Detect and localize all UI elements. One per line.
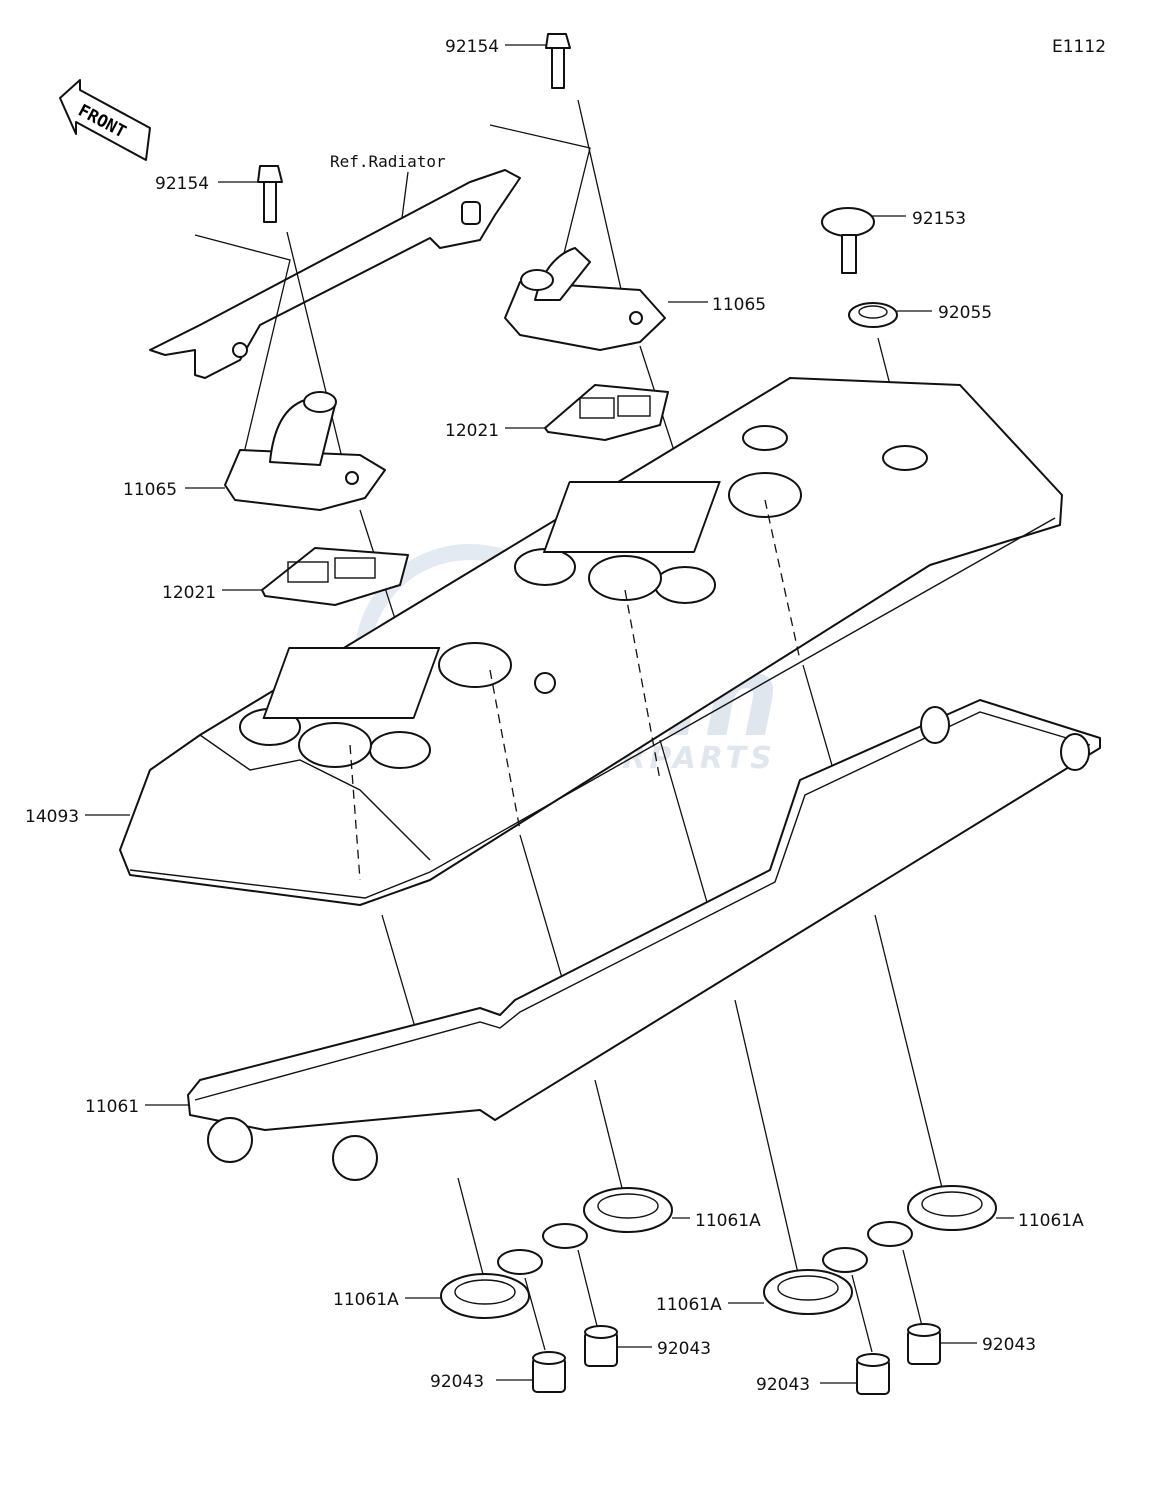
diagram-code: E1112 [1052,37,1106,57]
callout-cylinder-head-cover: 14093 [25,807,79,827]
plug-gasket-11061A-3 [763,1247,868,1315]
front-arrow-icon [59,79,151,161]
collar-92043-3 [856,1353,890,1395]
callout-collar-3: 92043 [756,1375,810,1395]
collar-92043-4 [907,1323,941,1365]
collar-92043-1 [532,1351,566,1393]
callout-bolt-right: 92153 [912,209,966,229]
callout-collar-1: 92043 [430,1372,484,1392]
ref-radiator-note: Ref.Radiator [330,152,446,171]
bolt-92153 [821,207,875,274]
callout-plug-gasket-1: 11061A [333,1290,399,1310]
callout-gasket: 11061 [85,1097,139,1117]
callout-breather-left: 11065 [123,480,177,500]
callout-plug-gasket-2: 11061A [695,1211,761,1231]
bolt-92154-left [257,165,283,223]
washer-92055 [848,302,898,328]
cylinder-head-cover-14093 [119,377,1063,906]
callout-collar-4: 92043 [982,1335,1036,1355]
callout-bolt-left: 92154 [155,174,209,194]
callout-plug-gasket-4: 11061A [1018,1211,1084,1231]
plug-gasket-11061A-1 [440,1249,543,1319]
plug-gasket-11061A-2 [542,1187,673,1249]
callout-plug-gasket-3: 11061A [656,1295,722,1315]
plate-12021-left [261,547,409,606]
plug-gasket-11061A-4 [867,1185,997,1247]
bolt-92154-top [545,33,571,89]
front-arrow: FRONT [59,79,151,161]
callout-collar-2: 92043 [657,1339,711,1359]
callout-plate-right: 12021 [445,421,499,441]
callout-plate-left: 12021 [162,583,216,603]
callout-washer: 92055 [938,303,992,323]
plate-12021-right [544,384,669,441]
breather-cover-11065-right [504,247,666,351]
collar-92043-2 [584,1325,618,1367]
callout-bolt-top: 92154 [445,37,499,57]
breather-cover-11065-left [224,391,386,511]
callout-breather-right: 11065 [712,295,766,315]
radiator-bracket [149,169,521,379]
gasket-11061 [187,699,1101,1181]
